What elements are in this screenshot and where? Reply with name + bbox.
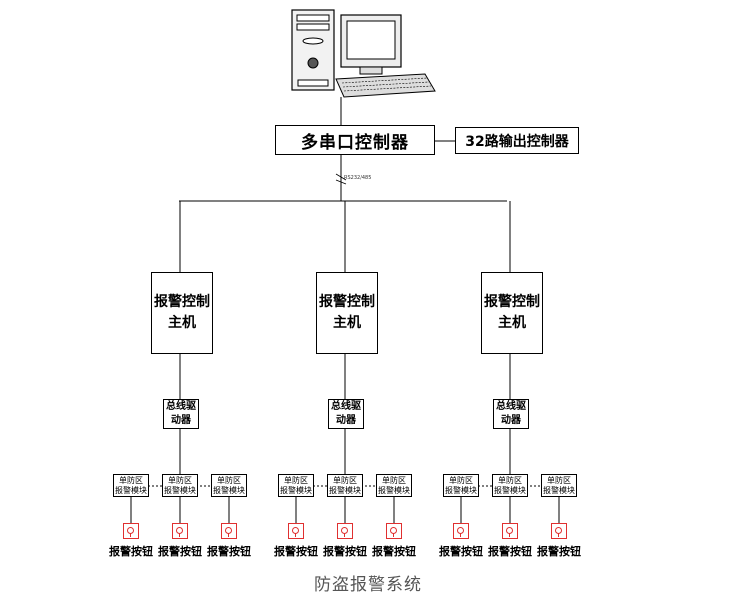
zone-module-text: 单防区报警模块 [494,476,526,496]
output-controller-label: 32路输出控制器 [465,133,569,150]
zone-module-line2: 报警模块 [378,485,410,495]
alarm-button-label: 报警按钮 [537,545,581,558]
zone-module-box: 单防区报警模块 [492,474,528,497]
zone-module-text: 单防区报警模块 [445,476,477,496]
alarm-button-stem [509,533,510,537]
zone-module-line2: 报警模块 [213,485,245,495]
zone-module-box: 单防区报警模块 [443,474,479,497]
alarm-button-icon [337,523,353,539]
zone-module-box: 单防区报警模块 [278,474,314,497]
alarm-host-label: 报警控制主机 [484,294,540,331]
zone-module-line1: 单防区 [333,475,357,485]
alarm-button-label: 报警按钮 [323,545,367,558]
alarm-button-stem [295,533,296,537]
alarm-button-label: 报警按钮 [439,545,483,558]
zone-module-line2: 报警模块 [329,485,361,495]
alarm-button-icon [453,523,469,539]
alarm-host-box: 报警控制主机 [151,272,213,354]
zone-module-text: 单防区报警模块 [378,476,410,496]
alarm-button-icon [221,523,237,539]
alarm-host-box: 报警控制主机 [481,272,543,354]
pc-drive-bay [296,23,330,31]
bus-driver-label: 总线驱动器 [496,401,526,426]
alarm-host-label: 报警控制主机 [154,294,210,331]
alarm-button-label: 报警按钮 [207,545,251,558]
multi-serial-controller-label: 多串口控制器 [301,132,409,153]
zone-module-line1: 单防区 [382,475,406,485]
zone-module-line1: 单防区 [119,475,143,485]
alarm-button-label: 报警按钮 [109,545,153,558]
zone-module-box: 单防区报警模块 [541,474,577,497]
zone-module-line2: 报警模块 [494,485,526,495]
zone-module-box: 单防区报警模块 [113,474,149,497]
pc-tower [291,9,335,91]
zone-module-line2: 报警模块 [543,485,575,495]
zone-module-line2: 报警模块 [280,485,312,495]
keyboard-keys [341,77,432,92]
bus-driver-box: 总线驱动器 [328,399,364,429]
zone-module-line1: 单防区 [547,475,571,485]
bus-driver-box: 总线驱动器 [163,399,199,429]
zone-module-box: 单防区报警模块 [162,474,198,497]
alarm-button-stem [344,533,345,537]
alarm-button-icon [551,523,567,539]
alarm-button-icon [172,523,188,539]
multi-serial-controller-box: 多串口控制器 [275,125,435,155]
zone-module-line1: 单防区 [498,475,522,485]
keyboard [335,73,436,98]
pc-power-button [307,57,319,69]
bus-driver-box: 总线驱动器 [493,399,529,429]
zone-module-box: 单防区报警模块 [211,474,247,497]
zone-module-line2: 报警模块 [164,485,196,495]
alarm-host-label: 报警控制主机 [319,294,375,331]
bus-break-mark [335,173,347,185]
diagram-caption: 防盗报警系统 [314,575,422,595]
output-controller-box: 32路输出控制器 [455,127,579,154]
alarm-button-stem [179,533,180,537]
alarm-button-label: 报警按钮 [158,545,202,558]
alarm-button-stem [130,533,131,537]
pc-base [297,79,329,87]
computer-icon [291,9,436,98]
alarm-button-icon [123,523,139,539]
alarm-button-stem [228,533,229,537]
alarm-button-icon [288,523,304,539]
pc-drive-bay [296,14,330,22]
zone-module-line2: 报警模块 [445,485,477,495]
zone-module-text: 单防区报警模块 [164,476,196,496]
alarm-button-stem [393,533,394,537]
bus-tag: RS232/485 [344,175,372,181]
zone-module-line1: 单防区 [217,475,241,485]
zone-module-line1: 单防区 [449,475,473,485]
zone-module-text: 单防区报警模块 [329,476,361,496]
zone-module-line1: 单防区 [284,475,308,485]
bus-driver-label: 总线驱动器 [166,401,196,426]
pc-floppy-slot [302,37,324,45]
zone-module-text: 单防区报警模块 [543,476,575,496]
zone-module-text: 单防区报警模块 [213,476,245,496]
zone-module-box: 单防区报警模块 [327,474,363,497]
bus-driver-label: 总线驱动器 [331,401,361,426]
zone-module-text: 单防区报警模块 [115,476,147,496]
alarm-button-stem [558,533,559,537]
zone-module-text: 单防区报警模块 [280,476,312,496]
zone-module-box: 单防区报警模块 [376,474,412,497]
zone-module-line1: 单防区 [168,475,192,485]
zone-module-line2: 报警模块 [115,485,147,495]
alarm-button-label: 报警按钮 [488,545,532,558]
alarm-button-icon [502,523,518,539]
monitor-screen [346,20,396,60]
alarm-host-box: 报警控制主机 [316,272,378,354]
monitor-stand [359,66,383,75]
alarm-button-stem [460,533,461,537]
alarm-button-label: 报警按钮 [274,545,318,558]
alarm-button-icon [386,523,402,539]
alarm-button-label: 报警按钮 [372,545,416,558]
